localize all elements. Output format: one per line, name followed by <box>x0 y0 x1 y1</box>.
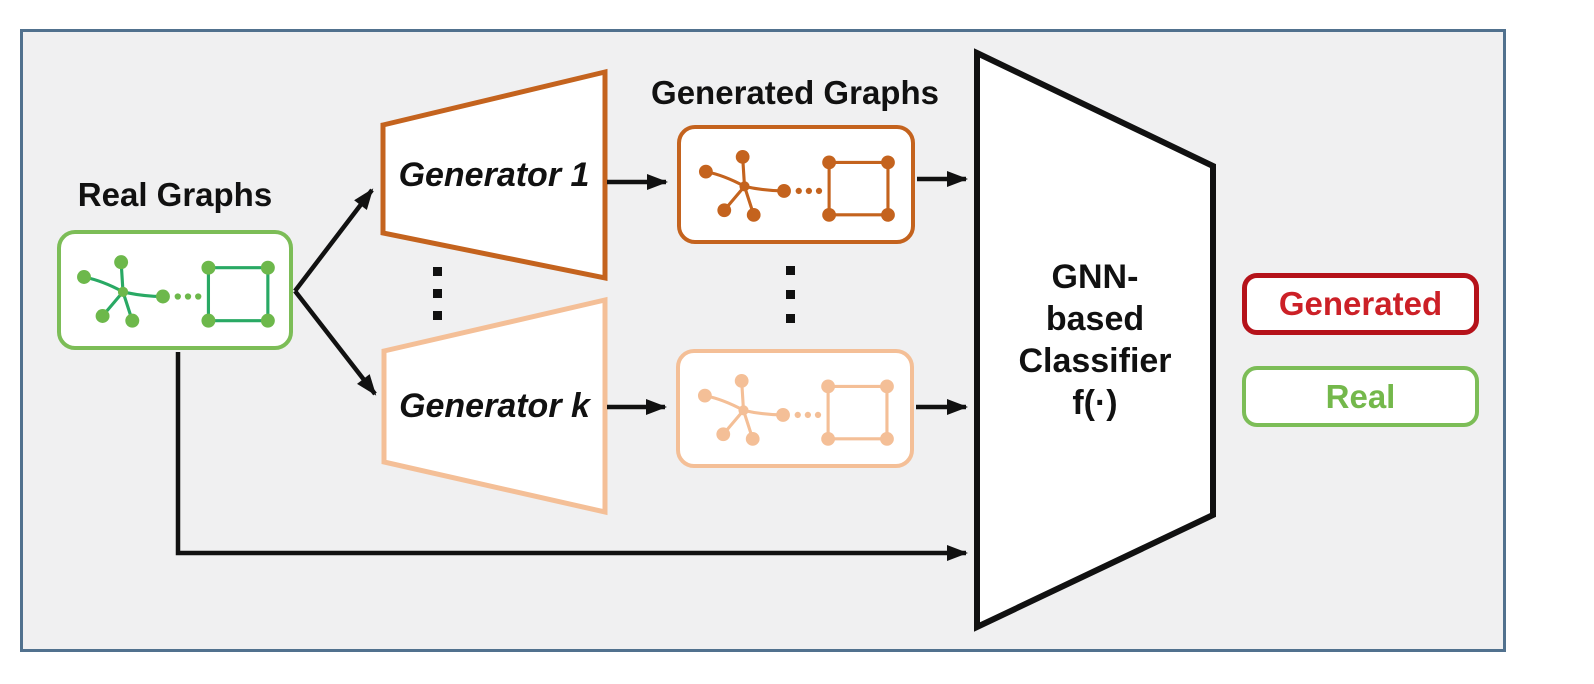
classifier-line: Classifier <box>1018 342 1172 380</box>
star-and-square-graph-icon <box>697 374 894 446</box>
output-generated-badge: Generated <box>1242 273 1479 335</box>
real-graphs-title: Real Graphs <box>77 176 273 213</box>
classifier-line: based <box>1045 300 1145 338</box>
real-graphs-box <box>57 230 293 350</box>
generated-graphs-box-k <box>676 349 914 468</box>
generator-k-label: Generator k <box>399 386 590 425</box>
generated-graphs-title: Generated Graphs <box>651 74 939 111</box>
classifier-label: GNN- based Classifier f(·) <box>977 53 1213 627</box>
generated-graphs-box-1 <box>677 125 915 244</box>
star-and-square-graph-icon <box>77 255 275 328</box>
star-and-square-graph-icon <box>698 150 895 222</box>
classifier-line: f(·) <box>1072 384 1118 422</box>
generator-1-label: Generator 1 <box>398 155 590 194</box>
output-real-badge: Real <box>1242 366 1479 427</box>
classifier-line: GNN- <box>1051 258 1139 296</box>
